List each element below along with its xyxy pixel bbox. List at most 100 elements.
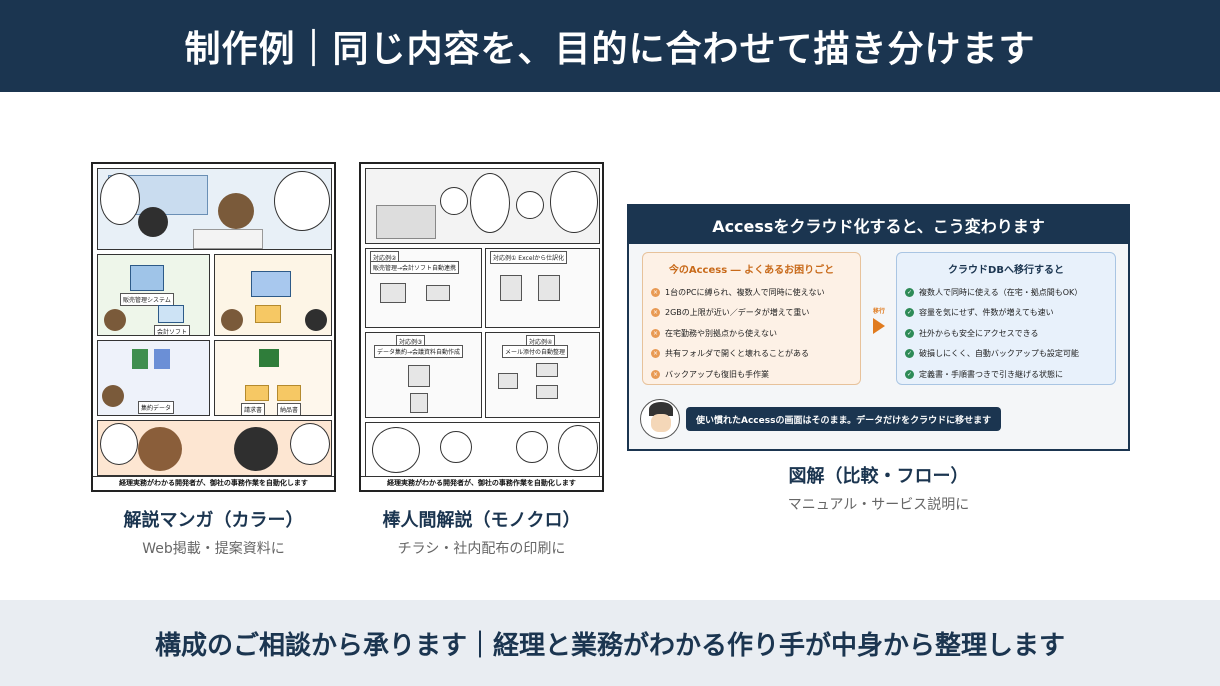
speech-bubble: 使い慣れたAccessの画面はそのまま。データだけをクラウドに移せます [686, 407, 1002, 431]
warning-icon: × [651, 328, 660, 338]
check-icon: ✓ [905, 349, 914, 359]
manga-panel [365, 422, 600, 478]
laptop-icon [158, 305, 184, 323]
stick-figure-head [440, 431, 472, 463]
developer-face [305, 309, 327, 331]
monitor-icon [251, 271, 291, 297]
before-item: × 在宅勤務や別拠点から使えない [651, 323, 852, 344]
warning-icon: × [651, 308, 660, 318]
mail-icon [498, 373, 518, 389]
before-item: ×1台のPCに縛られ、複数人で同時に使えない [651, 282, 852, 303]
paper-stack [193, 229, 263, 249]
speech-bubble [558, 425, 598, 471]
before-item-text: 共有フォルダで開くと壊れることがある [665, 349, 809, 359]
footer-bar: 構成のご相談から承ります｜経理と業務がわかる作り手が中身から整理します [0, 600, 1220, 686]
after-box: クラウドDBへ移行すると ✓ 複数人で同時に使える（在宅・拠点間もOK） ✓ 容量を… [896, 252, 1116, 385]
after-item: ✓ 破損しにくく、自動バックアップも設定可能 [905, 344, 1107, 365]
sample-subtitle: マニュアル・サービス説明に [787, 497, 970, 513]
sample-subtitle: Web掲載・提案資料に [142, 541, 285, 557]
funnel-icon [408, 365, 430, 387]
before-item: ×2GBの上限が近い／データが増えて重い [651, 303, 852, 324]
after-item-text: 定義書・手順書つきで引き継げる状態に [919, 369, 1063, 379]
stick-figure-head [440, 187, 468, 215]
step-label: 販売管理→会計ソフト自動連携 [370, 261, 460, 274]
sample-title: 解説マンガ（カラー） [123, 510, 304, 531]
mail-icon [259, 349, 279, 367]
manga-panel [214, 254, 332, 336]
folder-icon [277, 385, 301, 401]
tag-label: 請求書 [241, 403, 266, 415]
warning-icon: × [651, 287, 660, 297]
journal-icon [538, 275, 560, 301]
step-label: 対応例① Excelから仕訳化 [490, 251, 568, 264]
speech-bubble [274, 171, 330, 231]
manga-panel [365, 168, 600, 244]
check-icon: ✓ [905, 369, 914, 379]
speech-bubble [470, 173, 510, 233]
manga-panel [97, 168, 332, 250]
check-icon: ✓ [905, 328, 914, 338]
step-label: メール添付の自動整理 [502, 345, 569, 358]
manga-caption: 経理実務がわかる開発者が、御社の事務作業を自動化します [361, 476, 602, 490]
speech-bubble [372, 427, 420, 473]
report-icon [410, 393, 428, 413]
after-item-text: 容量を気にせず、件数が増えても速い [919, 308, 1054, 318]
header-bar: 制作例｜同じ内容を、目的に合わせて描き分けます [0, 0, 1220, 92]
tag-label: 納品書 [277, 403, 302, 415]
folder-icon [536, 363, 558, 377]
stick-figure-head [516, 431, 548, 463]
sample-subtitle: チラシ・社内配布の印刷に [397, 541, 566, 557]
manga-panel: 販売管理システム 会計ソフト [97, 254, 210, 336]
manga-panel [97, 420, 332, 476]
paper-stack [376, 205, 436, 239]
diagram-heading: Accessをクラウド化すると、こう変わります [629, 206, 1128, 244]
laptop-icon [426, 285, 450, 301]
developer-figure [234, 427, 278, 471]
stick-figure-sample: 対応例② 販売管理→会計ソフト自動連携 対応例① Excelから仕訳化 対応例③… [359, 162, 604, 492]
manga-panel: 集約データ [97, 340, 210, 416]
after-item-text: 複数人で同時に使える（在宅・拠点間もOK） [919, 287, 1083, 297]
tag-label: 集約データ [138, 401, 175, 414]
after-item-text: 社外からも安全にアクセスできる [919, 328, 1039, 338]
excel-file-icon [500, 275, 522, 301]
arrow-label: 移行 [872, 308, 885, 315]
after-heading: クラウドDBへ移行すると [948, 265, 1064, 276]
after-item-text: 破損しにくく、自動バックアップも設定可能 [919, 349, 1079, 359]
color-manga-sample: 販売管理システム 会計ソフト 集約データ 請求書 納品書 経理実務がわかる開発者… [91, 162, 336, 492]
woman-face [221, 309, 243, 331]
sample-label-stick-figure: 棒人間解説（モノクロ） チラシ・社内配布の印刷に [359, 506, 604, 558]
warning-icon: × [651, 349, 660, 359]
before-box: 今のAccess ― よくあるお困りごと ×1台のPCに縛られ、複数人で同時に使… [642, 252, 861, 385]
woman-face [104, 309, 126, 331]
speech-bubble [550, 171, 598, 233]
monitor-icon [380, 283, 406, 303]
excel-file-icon [132, 349, 148, 369]
warning-icon: × [651, 369, 660, 379]
developer-avatar [640, 399, 680, 439]
folder-icon [245, 385, 269, 401]
check-icon: ✓ [905, 287, 914, 297]
tag-label: 会計ソフト [154, 325, 191, 335]
before-item-text: 在宅勤務や別拠点から使えない [665, 328, 777, 338]
before-item: × 共有フォルダで開くと壊れることがある [651, 344, 852, 365]
step-label: データ集約→会議資料自動作成 [374, 345, 464, 358]
folder-icon [255, 305, 281, 323]
woman-face [102, 385, 124, 407]
after-item: ✓ 社外からも安全にアクセスできる [905, 323, 1107, 344]
speech-bubble [290, 423, 330, 465]
before-item: × バックアップも復旧も手作業 [651, 364, 852, 385]
manga-panel: 対応例③ データ集約→会議資料自動作成 [365, 332, 482, 418]
diagram-sample: Accessをクラウド化すると、こう変わります 今のAccess ― よくあるお… [627, 204, 1130, 451]
arrow-right-icon [873, 318, 885, 334]
diagram-body: 今のAccess ― よくあるお困りごと ×1台のPCに縛られ、複数人で同時に使… [629, 244, 1128, 449]
before-item-text: バックアップも復旧も手作業 [665, 369, 769, 379]
csv-file-icon [154, 349, 170, 369]
sample-label-diagram: 図解（比較・フロー） マニュアル・サービス説明に [627, 462, 1130, 514]
manga-panel: 対応例④ メール添付の自動整理 [485, 332, 600, 418]
developer-figure [138, 207, 168, 237]
stick-figure-head [516, 191, 544, 219]
folder-icon [536, 385, 558, 399]
transition-arrow: 移行 [867, 306, 891, 334]
after-item: ✓ 定義書・手順書つきで引き継げる状態に [905, 364, 1107, 385]
worried-woman-figure [218, 193, 254, 229]
